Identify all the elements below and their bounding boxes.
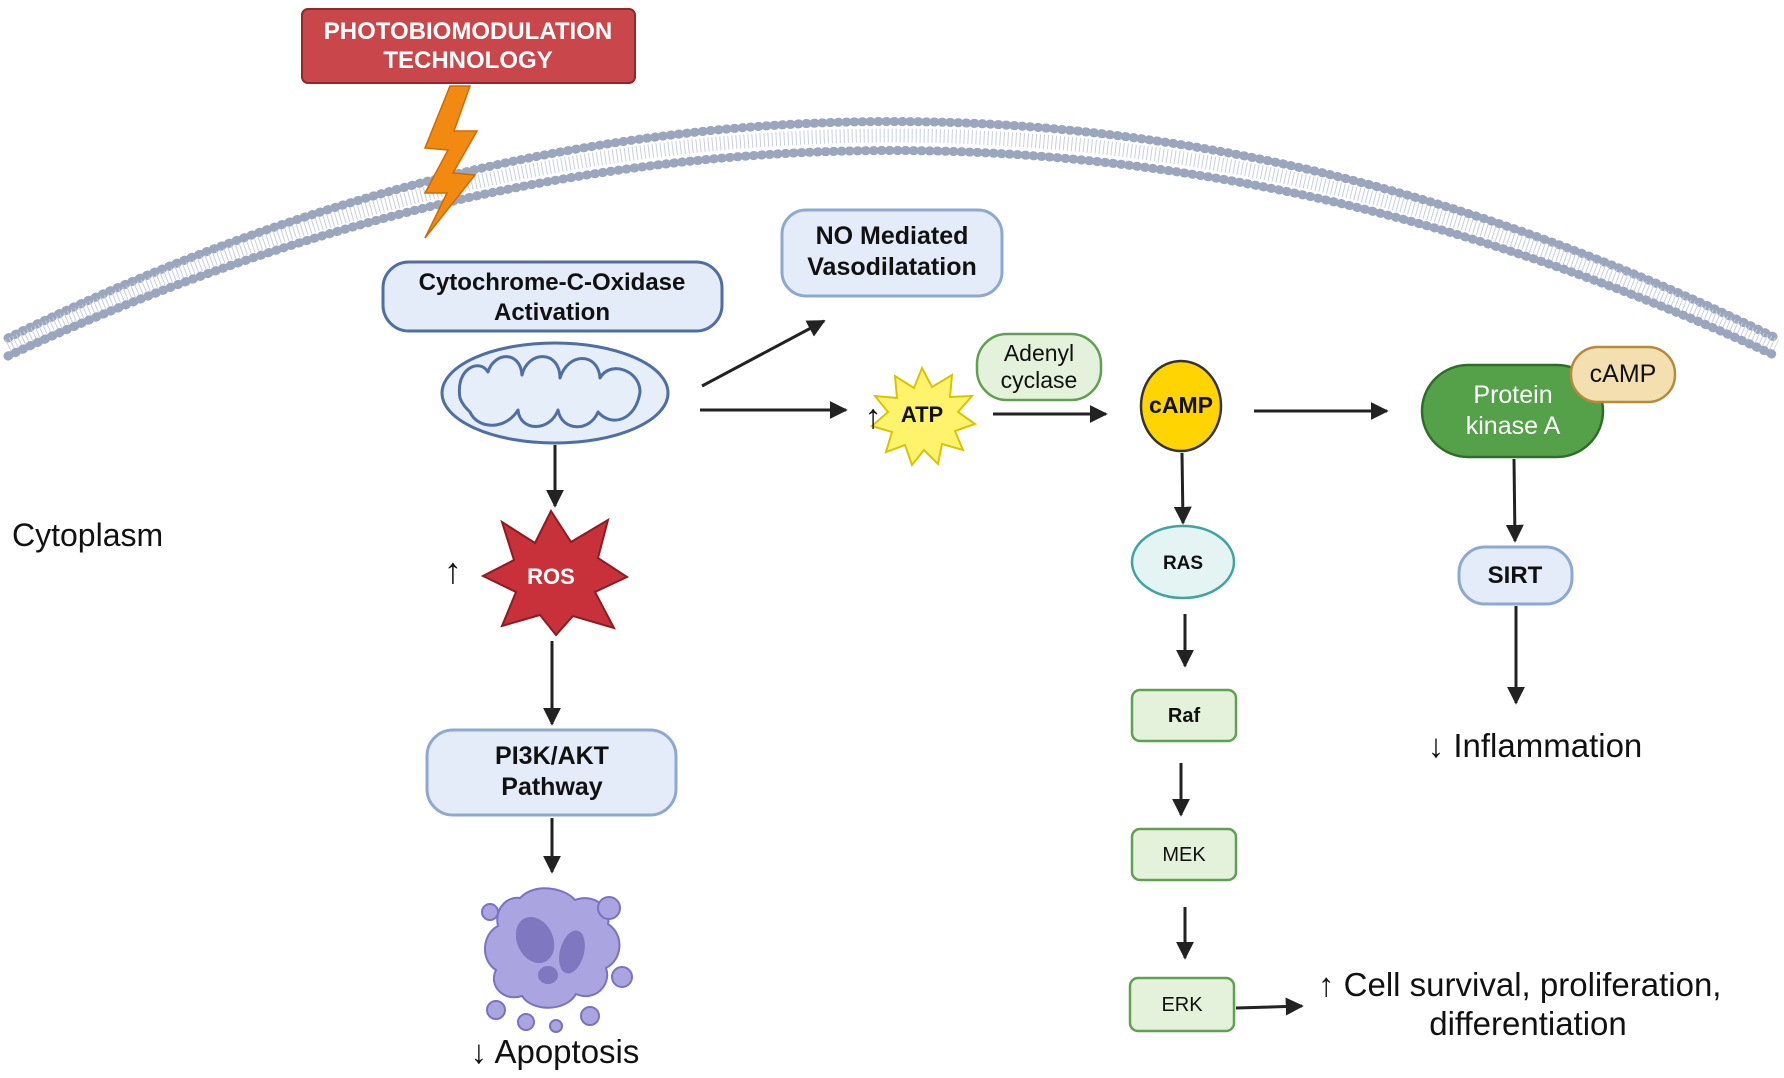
svg-text:ATP: ATP (901, 402, 943, 427)
cox-activation-node: Cytochrome-C-Oxidase Activation (381, 260, 724, 333)
arrow-camp-to-ras (1173, 452, 1192, 525)
svg-text:MEK: MEK (1162, 844, 1206, 866)
svg-text:↑: ↑ (865, 398, 882, 436)
atp-node: ↑ ATP (865, 365, 978, 468)
svg-text:kinase A: kinase A (1466, 412, 1561, 440)
erk-node: ERK (1128, 976, 1236, 1033)
svg-text:Adenyl: Adenyl (1004, 340, 1074, 366)
svg-text:Raf: Raf (1168, 705, 1201, 727)
svg-text:PHOTOBIOMODULATION: PHOTOBIOMODULATION (324, 18, 612, 45)
adenyl-cyclase-node: Adenyl cyclase (975, 332, 1103, 402)
lightning-bolt-icon (423, 85, 479, 239)
apoptotic-cell-icon (481, 887, 633, 1033)
sirt-node: SIRT (1457, 545, 1574, 606)
pi3k-akt-node: PI3K/AKT Pathway (425, 728, 678, 817)
survival-outcome-line1: ↑ Cell survival, proliferation, (1318, 966, 1721, 1003)
cytoplasm-label: Cytoplasm (12, 517, 163, 553)
mek-node: MEK (1130, 827, 1238, 882)
cell-membrane (3, 117, 1781, 361)
mitochondrion-icon (440, 341, 670, 445)
svg-text:cAMP: cAMP (1590, 360, 1657, 388)
svg-text:Cytochrome-C-Oxidase: Cytochrome-C-Oxidase (419, 269, 686, 296)
svg-text:Protein: Protein (1473, 381, 1552, 409)
svg-text:ERK: ERK (1161, 994, 1203, 1016)
svg-text:Vasodilatation: Vasodilatation (807, 253, 976, 281)
arrow-mito-to-no (701, 319, 826, 388)
svg-text:NO Mediated: NO Mediated (816, 222, 969, 250)
svg-text:cyclase: cyclase (1001, 367, 1078, 393)
svg-text:↑: ↑ (444, 550, 462, 591)
pka-camp-badge: cAMP (1569, 345, 1677, 404)
apoptosis-outcome: ↓ Apoptosis (471, 1033, 640, 1070)
ras-node: RAS (1130, 524, 1236, 600)
no-vasodilatation-node: NO Mediated Vasodilatation (780, 208, 1004, 298)
svg-text:RAS: RAS (1163, 553, 1203, 574)
ros-node: ↑ ROS (444, 508, 630, 637)
camp-node: cAMP (1139, 359, 1223, 453)
inflammation-outcome: ↓ Inflammation (1428, 727, 1643, 764)
raf-node: Raf (1130, 688, 1238, 743)
arrow-erk-to-survival (1235, 997, 1304, 1016)
photobiomodulation-label: PHOTOBIOMODULATION TECHNOLOGY (301, 8, 636, 84)
svg-text:SIRT: SIRT (1488, 562, 1543, 589)
survival-outcome-line2: differentiation (1429, 1005, 1627, 1042)
svg-text:Pathway: Pathway (501, 773, 603, 801)
svg-text:cAMP: cAMP (1149, 392, 1213, 418)
svg-text:TECHNOLOGY: TECHNOLOGY (383, 47, 552, 74)
arrow-pka-to-sirt (1505, 458, 1524, 543)
protein-kinase-a-node: Protein kinase A (1420, 363, 1605, 459)
svg-text:PI3K/AKT: PI3K/AKT (495, 742, 609, 770)
svg-text:Activation: Activation (494, 299, 610, 326)
svg-text:ROS: ROS (527, 564, 575, 589)
